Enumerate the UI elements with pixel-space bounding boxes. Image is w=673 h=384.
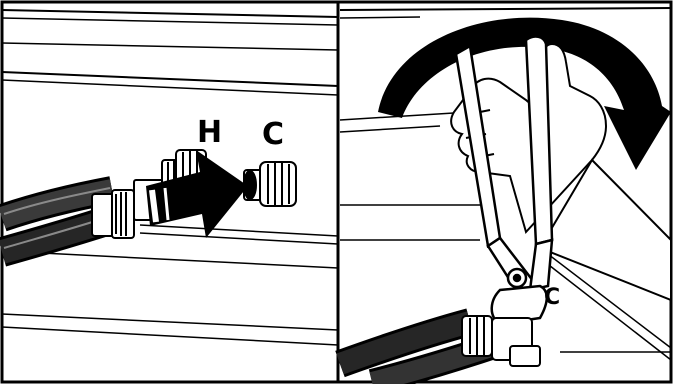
cold-hose-label: C bbox=[544, 285, 560, 310]
hot-inlet-label: H bbox=[197, 115, 222, 150]
cold-inlet-label: C bbox=[262, 117, 284, 152]
